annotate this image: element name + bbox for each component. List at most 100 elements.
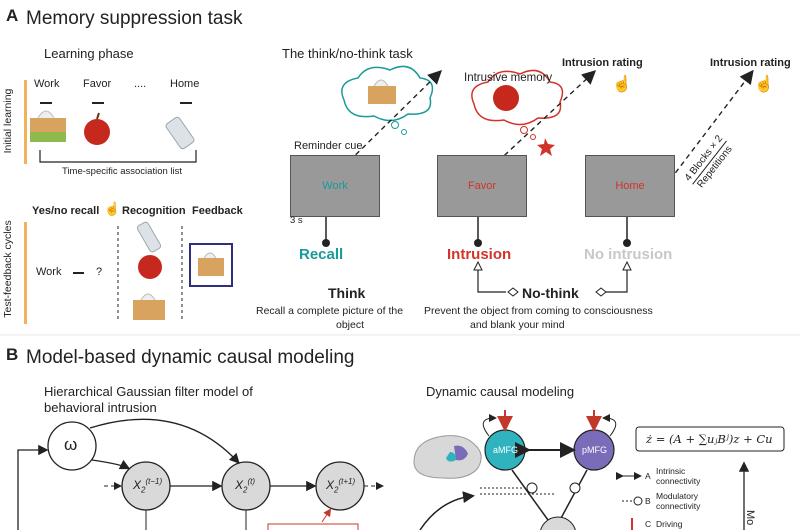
response-arrow [321, 508, 332, 523]
cue-favor-box: Favor [437, 155, 527, 217]
recognition-apple-image [138, 255, 162, 279]
x-next-label: X2(t+1) [326, 477, 356, 495]
cue-home-text: Home [615, 180, 645, 192]
bar-test-feedback [24, 222, 27, 324]
hand-pointer-icon-2: ☝ [754, 76, 774, 93]
hgf-to-dcm-arrow [419, 491, 475, 530]
recall-label: Recall [299, 246, 344, 263]
hand-pointer-icon-1: ☝ [612, 76, 632, 93]
feedback-tissue-image [198, 252, 224, 276]
x-cur-label: X2(t) [235, 477, 256, 495]
nothink-description-2: and blank your mind [470, 319, 565, 331]
brain-image [413, 435, 482, 479]
word-work: Work [34, 78, 60, 90]
test-question: ? [96, 266, 103, 278]
reminder-cue-label: Reminder cue [294, 140, 363, 152]
hgf-title-2: behavioral intrusion [44, 400, 157, 415]
remote-image [165, 116, 195, 150]
side-label-initial: Initial learning [2, 88, 14, 154]
intrusion-bubble [471, 69, 564, 126]
connector-no-intrusion-head [622, 260, 632, 271]
burst-icon [537, 138, 555, 156]
word-ellipsis: .... [134, 78, 147, 90]
recognition-remote-image [136, 221, 162, 253]
panel-b-letter: B [6, 345, 19, 364]
pmfg-self-loop [602, 414, 617, 437]
cue-favor-text: Favor [467, 180, 497, 192]
panel-a-letter: A [6, 6, 19, 25]
bubble-tissue-image [368, 79, 396, 104]
pmfg-label: pMFG [582, 445, 608, 455]
test-word: Work [36, 266, 62, 278]
legend-a-line2: connectivity [656, 476, 701, 486]
panel-a-title: Memory suppression task [26, 8, 243, 29]
diamond-left [507, 287, 519, 297]
modulation-node-2 [569, 482, 581, 494]
tnt-title: The think/no-think task [282, 46, 413, 61]
recognition-tissue-image [133, 293, 165, 320]
side-label-test: Test-feedback cycles [2, 220, 14, 318]
tissue-box-image [30, 110, 66, 142]
omega-to-xcur [89, 418, 240, 464]
word-home: Home [170, 78, 200, 90]
intrusion-bubble-dot-2 [530, 134, 536, 140]
think-bubble-dot-2 [401, 129, 407, 135]
legend-c-letter: C [645, 519, 652, 529]
connector-intrusion [477, 265, 506, 293]
amfg-self-loop [482, 414, 497, 437]
intrusive-memory-label: Intrusive memory [464, 72, 553, 84]
recognition-label: Recognition [122, 205, 186, 217]
bubble-apple-image [493, 85, 519, 111]
node-no-intrusion [623, 239, 631, 247]
omega-symbol: ω [64, 435, 78, 454]
word-favor: Favor [83, 78, 112, 90]
cue-work-box: Work [290, 155, 380, 217]
dcm-title: Dynamic causal modeling [426, 384, 575, 399]
think-description-2: object [336, 319, 365, 331]
feedback-frame [189, 243, 233, 287]
think-description-1: Recall a complete picture of the [256, 305, 404, 317]
arrow-blocks [669, 69, 754, 181]
legend-a-letter: A [645, 471, 651, 481]
omega-input-arrow [17, 444, 49, 530]
no-intrusion-label: No intrusion [584, 246, 673, 263]
legend-b-line1: Modulatory [656, 491, 699, 501]
legend-c-line1: Driving [656, 519, 683, 529]
bar-initial-learning [24, 80, 27, 164]
legend-b-line2: connectivity [656, 501, 701, 511]
think-bubble-dot-1 [391, 121, 399, 129]
amfg-down-link [511, 469, 549, 521]
learning-phase-heading: Learning phase [44, 46, 134, 61]
intrusion-bubble-dot-1 [520, 126, 528, 134]
omega-to-xprev [91, 459, 131, 470]
association-bracket [39, 150, 197, 163]
intrusion-label: Intrusion [447, 246, 512, 263]
apple-image [84, 112, 110, 145]
intrusion-rating-1: Intrusion rating [562, 57, 643, 69]
feedback-label: Feedback [192, 205, 243, 217]
bottom-node [540, 516, 576, 530]
connector-intrusion-head [473, 260, 483, 271]
node-intrusion [474, 239, 482, 247]
hgf-title-1: Hierarchical Gaussian filter model of [44, 384, 253, 399]
legend-b-letter: B [645, 496, 651, 506]
diamond-right [595, 287, 607, 297]
equation-box [635, 426, 785, 452]
association-list-label: Time-specific association list [62, 166, 183, 177]
no-think-label: No-think [522, 285, 579, 301]
cue-home-box: Home [585, 155, 675, 217]
side-label-model: Mo [744, 510, 756, 526]
node-recall [322, 239, 330, 247]
cue-work-text: Work [322, 180, 348, 192]
x-prev-label: X2(t−1) [133, 477, 163, 495]
connector-no-intrusion [598, 265, 628, 293]
duration-label: 3 s [290, 215, 303, 226]
intrusion-rating-2: Intrusion rating [710, 57, 791, 69]
amfg-label: aMFG [493, 445, 519, 455]
response-box [267, 523, 359, 530]
modulation-node-1 [526, 482, 538, 494]
pmfg-down-link [559, 469, 588, 521]
panel-b-title: Model-based dynamic causal modeling [26, 347, 355, 368]
legend-a-line1: Intrinsic [656, 466, 686, 476]
